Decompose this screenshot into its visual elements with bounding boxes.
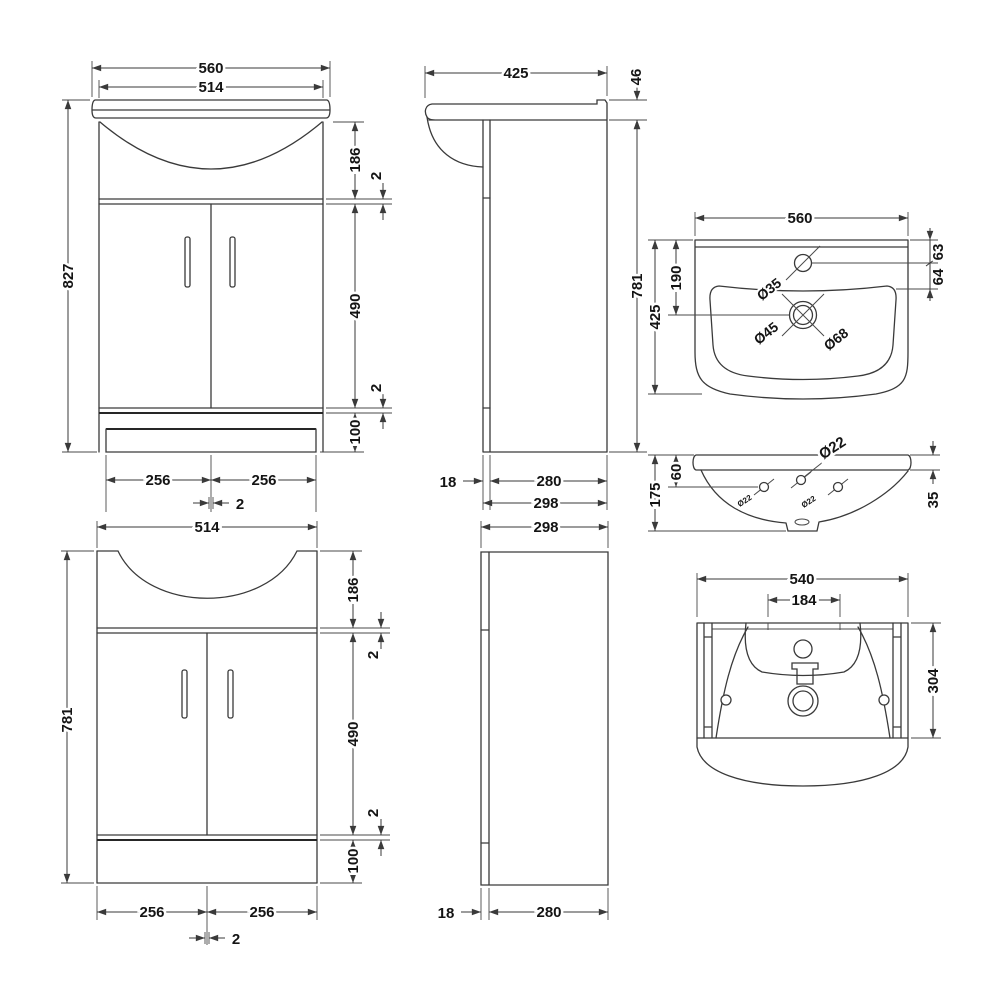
cabinet-side-body: [482, 119, 608, 453]
dim-560-overall-width: 560: [198, 60, 223, 77]
label-tap-hole-dia: Ø35: [754, 274, 785, 303]
view-side-vanity-with-basin: 425 46 781 18 280 298: [424, 63, 649, 515]
dim-35-rim-height: 35: [925, 492, 942, 509]
cabinet-front-body: [98, 121, 324, 453]
door-handle-left-2: [181, 669, 188, 719]
dims-front-cabinet: 514 781 186 490 100 2 2 256 256: [57, 517, 390, 951]
fixing-hole-left: [720, 694, 732, 706]
dim-490-door-height: 490: [347, 293, 364, 318]
tap-hole-leader: [785, 245, 821, 281]
dim-100-plinth: 100: [347, 419, 364, 444]
dim-256-door-left: 256: [145, 472, 170, 489]
dim-256-door-left-2: 256: [139, 904, 164, 921]
dim-540-basin-front-width: 540: [789, 571, 814, 588]
dim-184-tap-deck: 184: [791, 592, 817, 609]
dim-2-door-gap-2: 2: [232, 931, 240, 948]
overflow-bracket: [791, 662, 819, 685]
dim-298-cabinet-depth: 298: [533, 495, 558, 512]
view-front-vanity-with-basin: 560 514 827 186 490 100 2 2 256 256: [58, 58, 392, 516]
dim-298-cabinet-only-depth: 298: [533, 519, 558, 536]
door-handle-right: [229, 236, 236, 288]
dim-186-apron: 186: [347, 147, 364, 172]
dim-2-gap-bottom-2: 2: [365, 809, 382, 817]
basin-side-bulge: [426, 116, 484, 168]
dim-2-gap-top-2: 2: [365, 651, 382, 659]
view-basin-section: Ø22 Ø22 Ø22 175 60 35: [645, 431, 945, 532]
dim-190-back-to-waste: 190: [668, 265, 685, 290]
dim-781-cabinet-height: 781: [629, 273, 646, 298]
fixing-hole-right: [878, 694, 890, 706]
label-waste-inner-dia: Ø45: [751, 318, 782, 347]
view-side-cabinet: 298 18 280: [435, 517, 609, 925]
cabinet-only-side-body: [480, 551, 609, 886]
waste-outlet-front: [787, 685, 819, 717]
dim-60-rim-to-holes: 60: [668, 464, 685, 481]
dim-560-basin-width: 560: [787, 210, 812, 227]
view-basin-front: 540 184 304: [696, 569, 945, 787]
basin-plan-outline: [694, 239, 909, 400]
dim-46-worktop: 46: [628, 69, 645, 86]
dim-18-door-thickness-2: 18: [438, 905, 455, 922]
dim-2-gap-top: 2: [368, 172, 385, 180]
dim-827-overall-height: 827: [60, 263, 77, 288]
label-hole-left-dia: Ø22: [736, 493, 754, 509]
dims-side-vanity: 425 46 781 18 280 298: [424, 63, 649, 515]
dim-64-tap-to-bowl: 64: [930, 268, 947, 285]
dim-304-basin-height: 304: [925, 668, 942, 694]
basin-front-outline: [696, 622, 909, 787]
dim-514-cabinet-only-width: 514: [194, 519, 220, 536]
label-overflow-hole-dia: Ø22: [816, 433, 849, 463]
dim-2-gap-bottom: 2: [368, 384, 385, 392]
worktop-side-profile: [424, 99, 608, 453]
dim-2-door-gap: 2: [236, 496, 244, 513]
door-handle-right-2: [227, 669, 234, 719]
view-basin-plan: Ø35 Ø45 Ø68 560 425 190 63 64: [645, 208, 950, 400]
basin-front-curve: [99, 121, 323, 170]
label-hole-right-dia: Ø22: [800, 494, 818, 510]
cabinet-only-body: [96, 550, 318, 884]
dim-280-body-depth: 280: [536, 473, 561, 490]
door-handle-left: [184, 236, 191, 288]
dim-490-door-height-2: 490: [345, 721, 362, 746]
dim-186-top-rail: 186: [345, 577, 362, 602]
dim-425-depth: 425: [503, 65, 528, 82]
dims-basin-section: 175 60 35: [645, 441, 945, 532]
dim-256-door-right-2: 256: [249, 904, 274, 921]
dim-514-cabinet-width: 514: [198, 79, 224, 96]
dim-100-plinth-2: 100: [345, 848, 362, 873]
dim-175-basin-depth: 175: [647, 482, 664, 507]
view-front-cabinet: 514 781 186 490 100 2 2 256 256: [57, 517, 390, 951]
waste-hole-plan: [781, 293, 825, 337]
dims-front-vanity: 560 514 827 186 490 100 2 2 256 256: [58, 58, 392, 516]
dim-256-door-right: 256: [251, 472, 276, 489]
dim-280-body-depth-2: 280: [536, 904, 561, 921]
label-waste-outer-dia: Ø68: [821, 324, 852, 353]
dims-basin-plan: 560 425 190 63 64: [645, 208, 950, 395]
dims-basin-front: 540 184 304: [696, 569, 945, 739]
worktop-front: [91, 99, 331, 119]
dim-425-basin-depth: 425: [647, 304, 664, 329]
dim-18-door-thickness: 18: [440, 474, 457, 491]
tap-hole-front: [793, 639, 813, 659]
dim-781-cabinet-only-height: 781: [59, 707, 76, 732]
basin-section-outline: [692, 454, 912, 532]
dim-63-back-to-tap: 63: [930, 244, 947, 261]
overflow-holes-section: [753, 461, 849, 496]
dims-side-cabinet: 298 18 280: [435, 517, 609, 925]
